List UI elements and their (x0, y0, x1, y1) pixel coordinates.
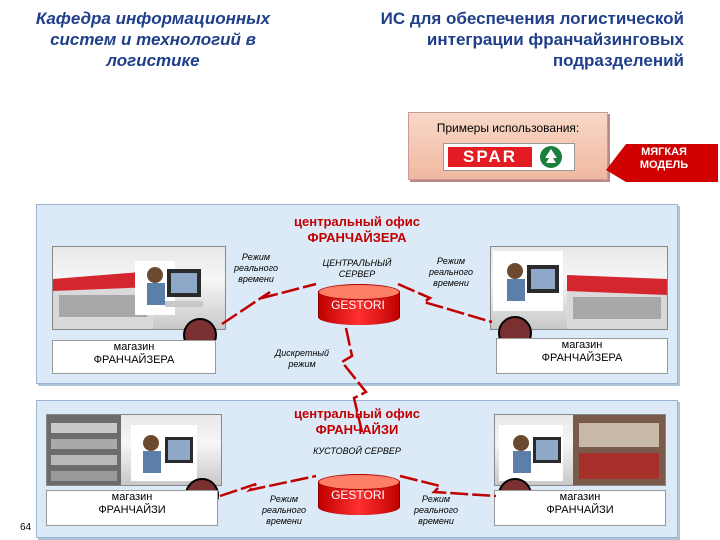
realtime-mode-line: Режим (436, 256, 466, 266)
franchisee-office-title: центральный офис ФРАНЧАЙЗИ (252, 406, 462, 438)
franchisee-office-line-1: центральный офис (294, 406, 420, 421)
database-label: GESTORI (331, 298, 385, 312)
realtime-mode-line: реального (262, 505, 306, 515)
soft-model-line-1: МЯГКАЯ (641, 146, 687, 158)
examples-box: Примеры использования: SPAR (408, 112, 608, 180)
franchisee-store-right-line-2: ФРАНЧАЙЗИ (546, 504, 614, 516)
franchisor-store-right-line-1: магазин (561, 339, 603, 351)
realtime-mode-line: времени (418, 516, 454, 526)
realtime-mode-line: Режим (269, 494, 299, 504)
database-label: GESTORI (331, 488, 385, 502)
franchisee-store-left-line-2: ФРАНЧАЙЗИ (98, 504, 166, 516)
realtime-mode-line: реального (429, 267, 473, 277)
soft-model-arrow (606, 144, 718, 182)
discrete-link-icon (340, 327, 368, 433)
franchisor-office-line-2: ФРАНЧАЙЗЕРА (307, 230, 407, 245)
franchisor-office-title: центральный офис ФРАНЧАЙЗЕРА (252, 214, 462, 246)
franchisor-office-line-1: центральный офис (294, 214, 420, 229)
database-top (318, 284, 400, 300)
soft-model-label: МЯГКАЯ МОДЕЛЬ (624, 146, 704, 172)
franchisor-store-left-label: магазин ФРАНЧАЙЗЕРА (52, 340, 216, 374)
franchisee-store-right-label: магазин ФРАНЧАЙЗИ (494, 490, 666, 526)
department-title-line-2: систем и технологий в (50, 30, 256, 49)
central-database: GESTORI (318, 284, 400, 328)
realtime-mode-line: Режим (241, 252, 271, 262)
franchisee-store-left-line-1: магазин (111, 491, 153, 503)
department-title: Кафедра информационных систем и технолог… (8, 8, 298, 71)
discrete-mode-line: Дискретный (274, 348, 330, 358)
spar-tree-icon (540, 146, 562, 168)
franchisee-store-right-photo (494, 414, 666, 486)
department-title-line-3: логистике (106, 51, 200, 70)
realtime-mode-label: Режим реального времени (420, 256, 482, 289)
central-server-label: ЦЕНТРАЛЬНЫЙ СЕРВЕР (310, 258, 404, 280)
spar-logo: SPAR (443, 143, 575, 171)
central-server-line: СЕРВЕР (338, 269, 376, 279)
franchisee-store-left-photo (46, 414, 222, 486)
realtime-mode-line: времени (433, 278, 469, 288)
realtime-link-icon (397, 282, 493, 324)
page-number: 64 (20, 522, 32, 533)
franchisor-store-right-line-2: ФРАНЧАЙЗЕРА (541, 352, 623, 364)
franchisor-store-left-line-1: магазин (113, 341, 155, 353)
realtime-mode-label: Режим реального времени (404, 494, 468, 527)
franchisor-store-right-label: магазин ФРАНЧАЙЗЕРА (496, 338, 668, 374)
discrete-mode-label: Дискретный режим (264, 348, 340, 370)
central-server-line: ЦЕНТРАЛЬНЫЙ (322, 258, 392, 268)
franchisee-office-line-2: ФРАНЧАЙЗИ (315, 422, 399, 437)
realtime-link-icon (221, 282, 317, 326)
cluster-database: GESTORI (318, 474, 400, 518)
slide-title-line-3: подразделений (552, 51, 684, 70)
realtime-mode-line: реального (414, 505, 458, 515)
database-top (318, 474, 400, 490)
realtime-link-icon (399, 474, 497, 498)
cluster-server-label: КУСТОВОЙ СЕРВЕР (313, 446, 401, 456)
realtime-mode-line: реального (234, 263, 278, 273)
discrete-mode-line: режим (288, 359, 316, 369)
franchisee-store-left-label: магазин ФРАНЧАЙЗИ (46, 490, 218, 526)
franchisee-store-right-line-1: магазин (559, 491, 601, 503)
soft-model-line-2: МОДЕЛЬ (639, 159, 689, 171)
franchisor-store-right-photo (490, 246, 668, 330)
realtime-link-icon (219, 474, 317, 498)
franchisor-store-left-photo (52, 246, 226, 330)
realtime-mode-line: времени (238, 274, 274, 284)
spar-logo-text: SPAR (448, 147, 532, 167)
franchisor-store-left-line-2: ФРАНЧАЙЗЕРА (93, 354, 175, 366)
realtime-mode-label: Режим реального времени (226, 252, 286, 285)
slide-title-line-2: интеграции франчайзинговых (426, 30, 684, 49)
realtime-mode-label: Режим реального времени (252, 494, 316, 527)
slide-title: ИС для обеспечения логистической интегра… (304, 8, 684, 71)
examples-label: Примеры использования: (436, 121, 580, 135)
realtime-mode-line: времени (266, 516, 302, 526)
department-title-line-1: Кафедра информационных (35, 9, 271, 28)
slide-title-line-1: ИС для обеспечения логистической (380, 9, 684, 28)
realtime-mode-line: Режим (421, 494, 451, 504)
